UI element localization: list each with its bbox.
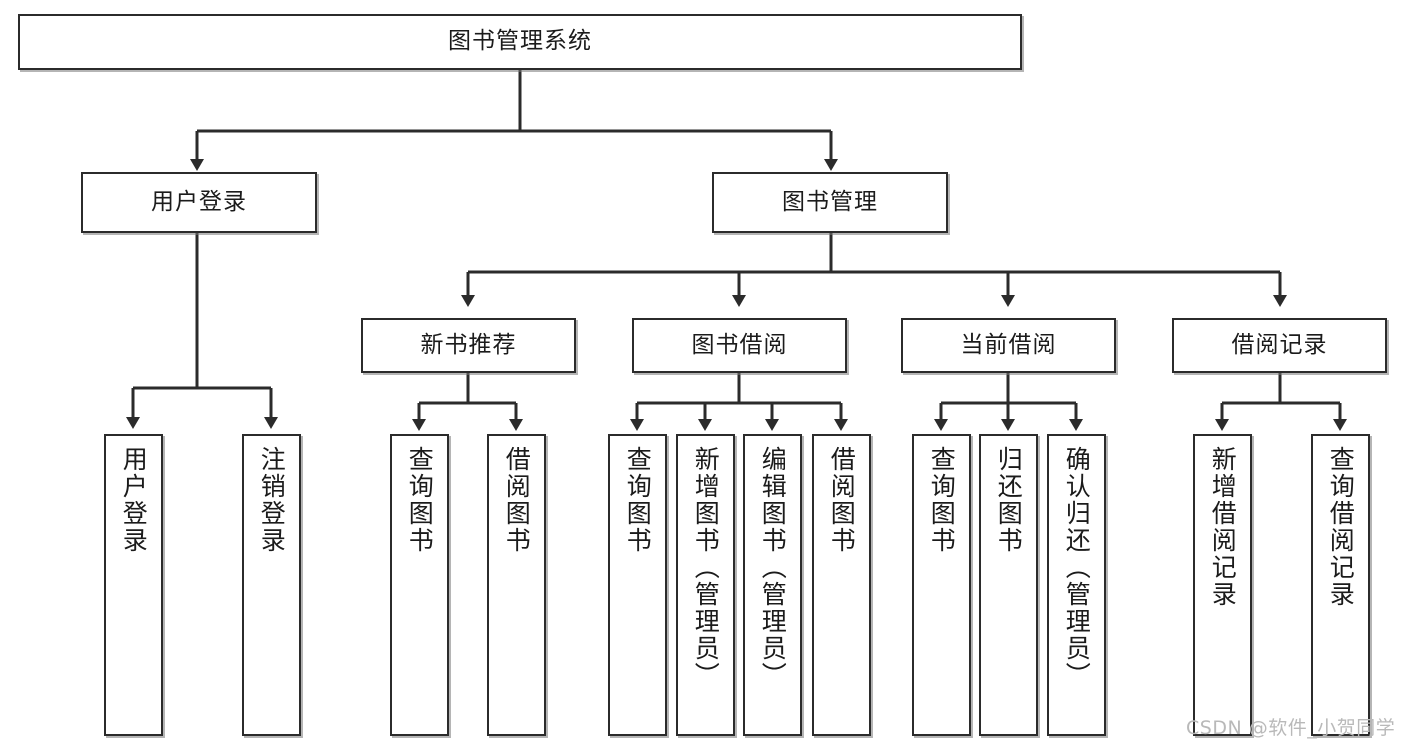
node-leaf-return-book[interactable]: 归还图书 [979,434,1038,736]
node-leaf-edit-book[interactable]: 编辑图书（管理员） [743,434,802,736]
node-leaf-query-book-2[interactable]: 查询图书 [608,434,667,736]
node-book-manage[interactable]: 图书管理 [712,172,948,233]
node-leaf-borrow-book-1[interactable]: 借阅图书 [487,434,546,736]
node-borrow-record[interactable]: 借阅记录 [1172,318,1387,373]
node-user-login[interactable]: 用户登录 [81,172,317,233]
node-leaf-borrow-book-2-label: 借阅图书 [827,446,857,554]
node-book-borrow[interactable]: 图书借阅 [632,318,847,373]
node-leaf-return-book-label: 归还图书 [994,446,1024,554]
node-leaf-query-record[interactable]: 查询借阅记录 [1311,434,1370,736]
node-leaf-query-book-1[interactable]: 查询图书 [390,434,449,736]
node-current-borrow-label: 当前借阅 [960,331,1057,358]
node-leaf-borrow-book-2[interactable]: 借阅图书 [812,434,871,736]
node-book-borrow-label: 图书借阅 [691,331,788,358]
node-leaf-query-book-2-label: 查询图书 [623,446,653,554]
node-leaf-query-record-label: 查询借阅记录 [1326,446,1356,608]
node-leaf-logout-label: 注销登录 [257,446,287,554]
node-book-manage-label: 图书管理 [782,188,878,215]
node-leaf-add-record-label: 新增借阅记录 [1208,446,1238,608]
node-leaf-confirm-return[interactable]: 确认归还（管理员） [1047,434,1106,736]
node-leaf-add-book[interactable]: 新增图书（管理员） [676,434,735,736]
node-leaf-logout[interactable]: 注销登录 [242,434,301,736]
node-user-login-label: 用户登录 [151,188,247,215]
node-new-book-rec-label: 新书推荐 [420,331,517,358]
node-leaf-user-login[interactable]: 用户登录 [104,434,163,736]
node-current-borrow[interactable]: 当前借阅 [901,318,1116,373]
node-borrow-record-label: 借阅记录 [1231,331,1328,358]
node-root-label: 图书管理系统 [448,28,592,55]
node-leaf-add-record[interactable]: 新增借阅记录 [1193,434,1252,736]
node-leaf-borrow-book-1-label: 借阅图书 [502,446,532,554]
node-leaf-confirm-return-label: 确认归还（管理员） [1062,446,1092,689]
node-leaf-user-login-label: 用户登录 [119,446,149,554]
node-new-book-rec[interactable]: 新书推荐 [361,318,576,373]
node-leaf-edit-book-label: 编辑图书（管理员） [758,446,788,689]
node-leaf-query-book-3[interactable]: 查询图书 [912,434,971,736]
node-leaf-query-book-1-label: 查询图书 [405,446,435,554]
node-root[interactable]: 图书管理系统 [18,14,1022,70]
csdn-watermark: CSDN @软件_小贺同学 [1186,717,1396,739]
node-leaf-add-book-label: 新增图书（管理员） [691,446,721,689]
node-leaf-query-book-3-label: 查询图书 [927,446,957,554]
